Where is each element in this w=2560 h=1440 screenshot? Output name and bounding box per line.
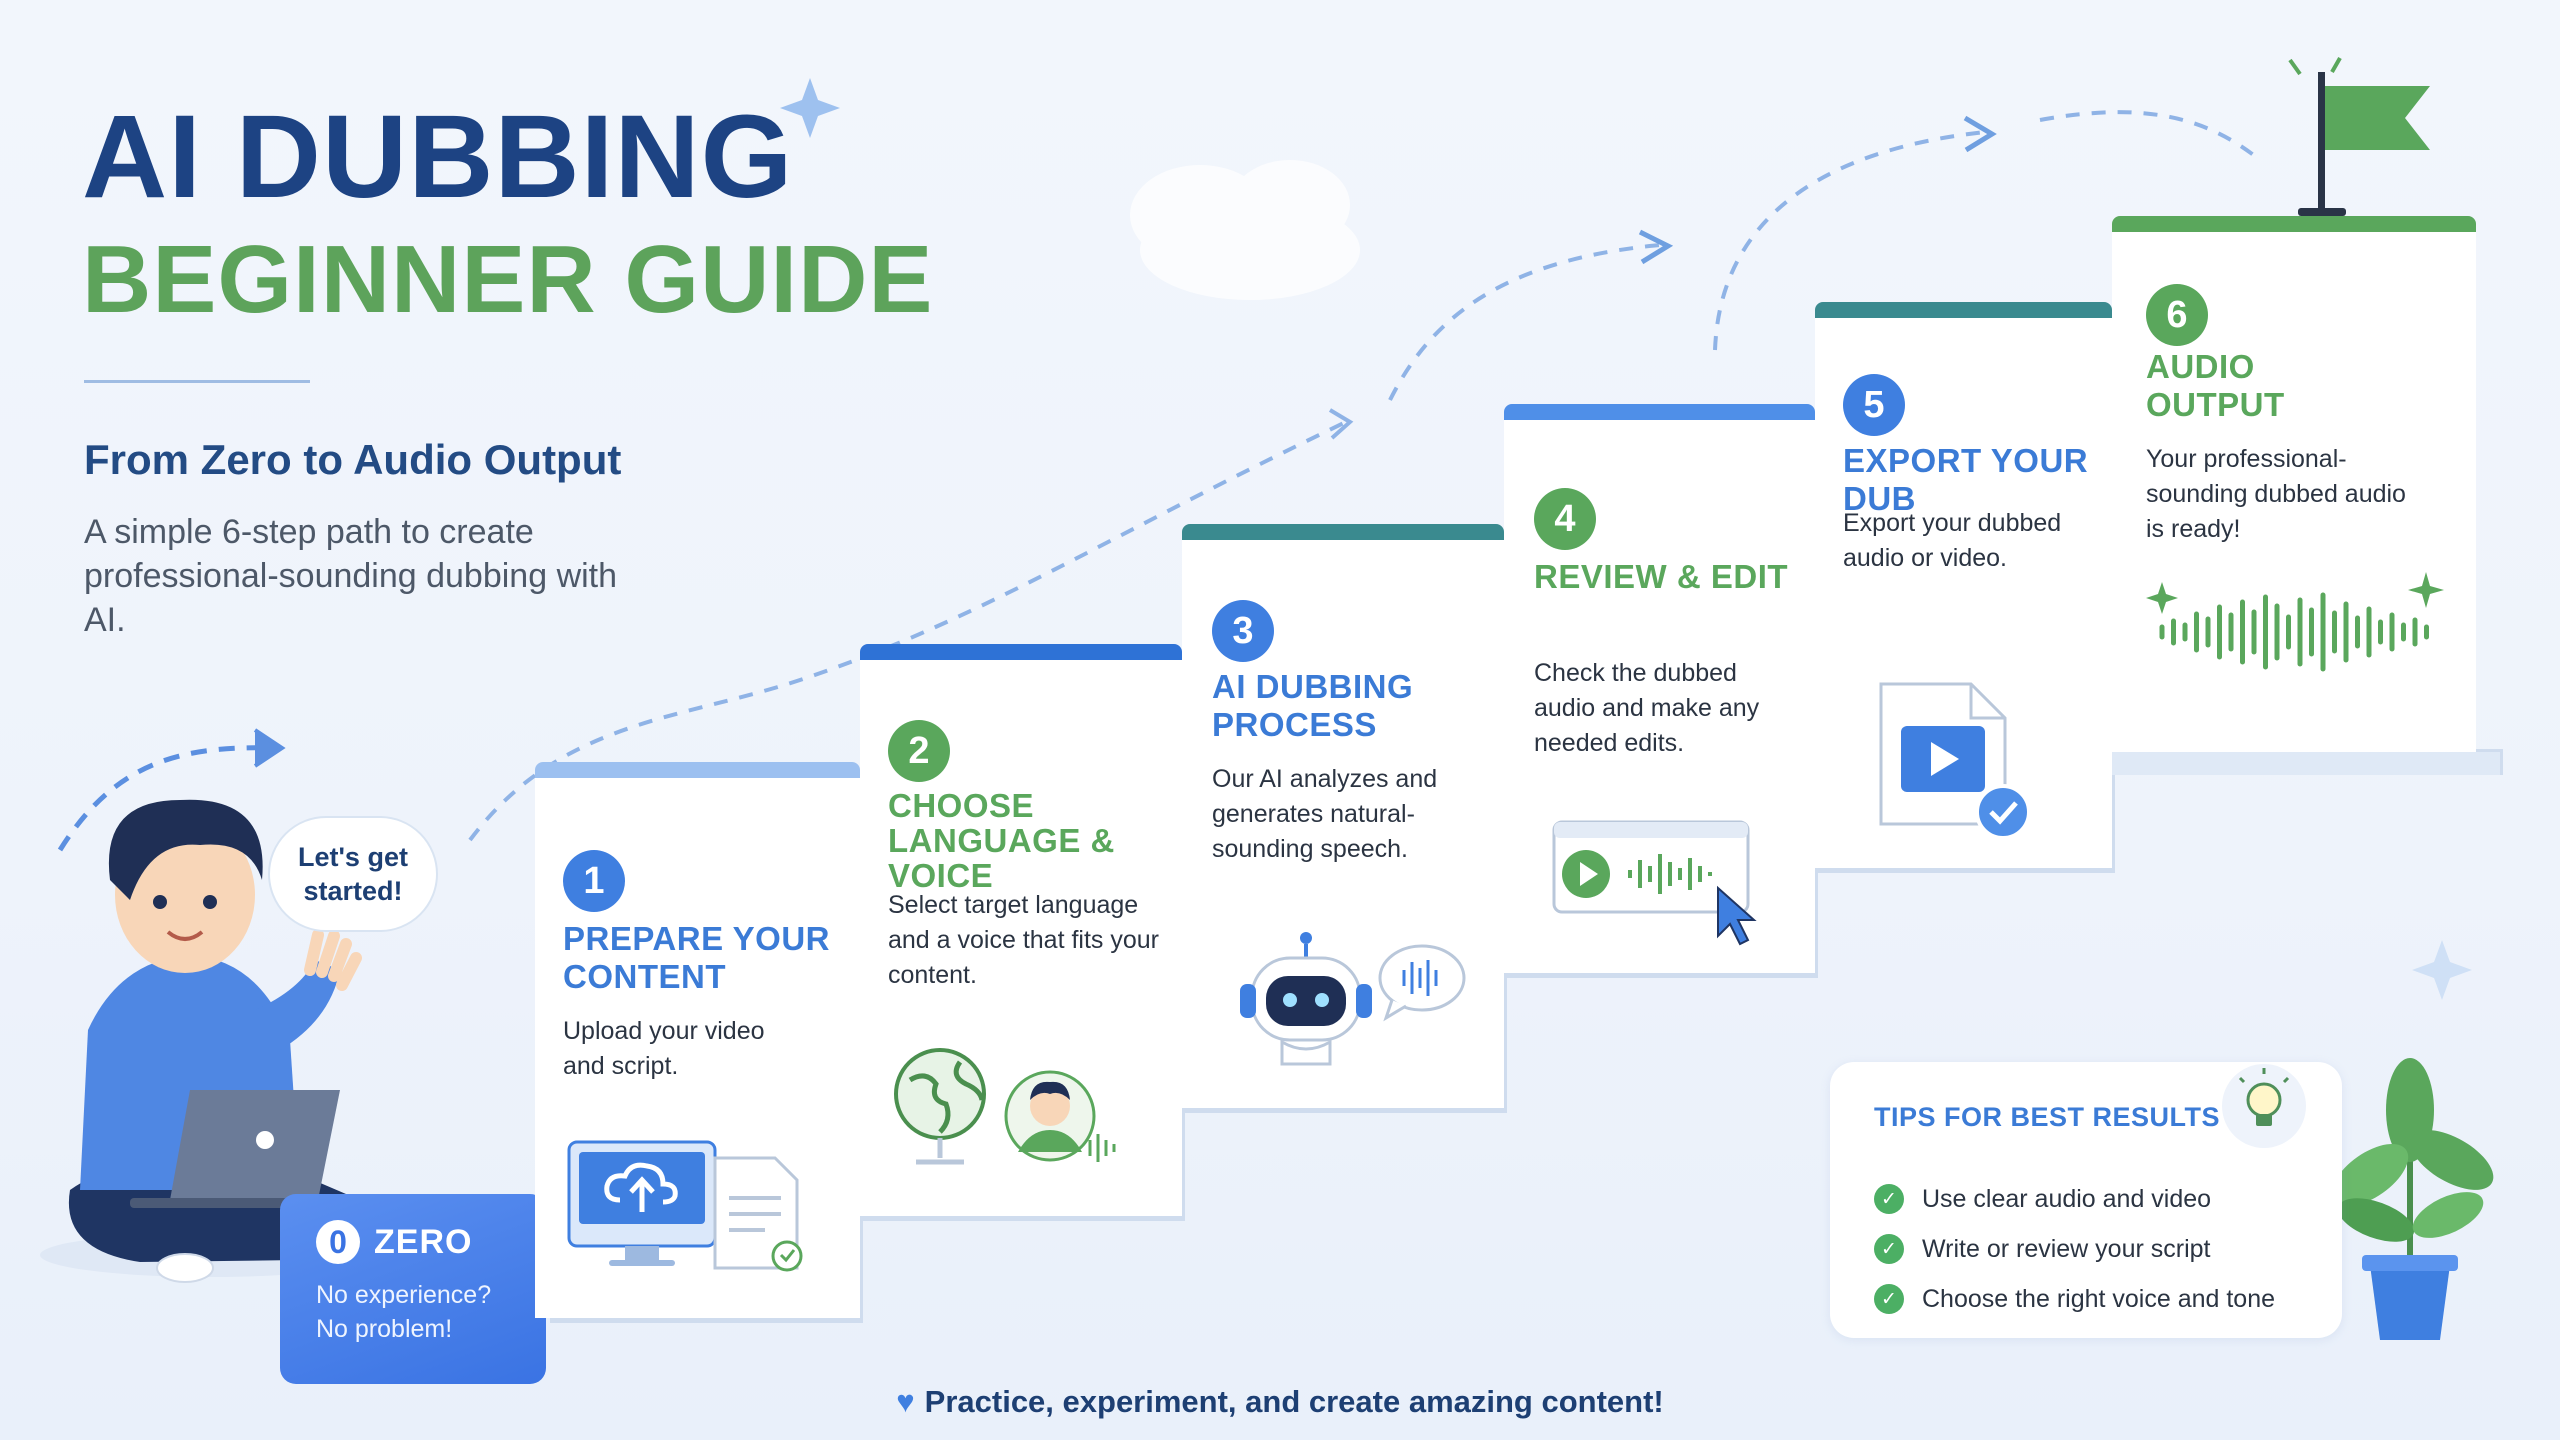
step-number: 2: [888, 720, 950, 782]
zero-text: No experience? No problem!: [316, 1281, 492, 1343]
arrow-icon: [1963, 115, 1997, 153]
step-card-4: 4 REVIEW & EDIT Check the dubbed audio a…: [1504, 404, 1815, 973]
upload-monitor-icon: [567, 1140, 803, 1272]
flag-icon: [2288, 57, 2430, 216]
tips-title: TIPS FOR BEST RESULTS: [1874, 1102, 2221, 1132]
step-text: Select target language and a voice that …: [888, 891, 1159, 989]
step-number: 5: [1843, 374, 1905, 436]
sparkle-icon: [780, 78, 840, 138]
tip-item: ✓ Use clear audio and video: [1874, 1184, 2211, 1214]
step-text: Your professional-sounding dubbed audio …: [2146, 445, 2406, 543]
journey-path: [468, 418, 1351, 842]
zero-title: ZERO: [374, 1222, 473, 1261]
step-text: Upload your video and script.: [563, 1017, 765, 1080]
tip-item: ✓ Write or review your script: [1874, 1234, 2211, 1264]
step-title: AUDIO OUTPUT: [2146, 348, 2285, 423]
robot-headphones-icon: [1240, 932, 1466, 1066]
step-number: 3: [1212, 600, 1274, 662]
step-number: 4: [1534, 488, 1596, 550]
step-text: Export your dubbed audio or video.: [1843, 509, 2062, 572]
arrow-icon: [1328, 408, 1354, 440]
tip-text: Use clear audio and video: [1922, 1184, 2212, 1213]
check-icon: ✓: [1874, 1284, 1904, 1314]
journey-path: [1713, 130, 1986, 351]
title-line-2: BEGINNER GUIDE: [82, 226, 934, 333]
step-title: REVIEW & EDIT: [1534, 558, 1789, 595]
step-text: Check the dubbed audio and make any need…: [1534, 659, 1760, 757]
step-text: Our AI analyzes and generates natural-so…: [1212, 765, 1438, 863]
title-divider: [84, 380, 310, 383]
step-title: PREPARE YOUR CONTENT: [563, 920, 831, 995]
step-number: 1: [563, 850, 625, 912]
check-icon: ✓: [1874, 1184, 1904, 1214]
tip-text: Write or review your script: [1922, 1234, 2211, 1263]
step-number: 6: [2146, 284, 2208, 346]
step-card-3: 3 AI DUBBING PROCESS Our AI analyzes and…: [1182, 524, 1504, 1108]
journey-path: [1388, 243, 1661, 401]
tip-item: ✓ Choose the right voice and tone: [1874, 1284, 2275, 1314]
sparkle-icon: [2412, 940, 2472, 1000]
waveform-icon: [2146, 572, 2444, 672]
arrow-icon: [253, 728, 286, 768]
plant-icon: [2331, 1058, 2494, 1340]
lightbulb-icon: [2222, 1064, 2306, 1148]
zero-badge: 0: [316, 1220, 360, 1264]
step-card-5: 5 EXPORT YOUR DUB Export your dubbed aud…: [1815, 302, 2112, 868]
cloud-icon: [1130, 160, 1360, 300]
check-icon: ✓: [1874, 1234, 1904, 1264]
zero-card: 0 ZERO No experience? No problem!: [280, 1194, 546, 1384]
tip-text: Choose the right voice and tone: [1922, 1284, 2276, 1313]
step-title: CHOOSE LANGUAGE & VOICE: [888, 787, 1115, 894]
tips-panel: TIPS FOR BEST RESULTS ✓ Use clear audio …: [1830, 1062, 2342, 1338]
footer-message: ♥ Practice, experiment, and create amazin…: [0, 1384, 2560, 1420]
video-file-check-icon: [1879, 682, 2031, 840]
description: A simple 6-step path to create professio…: [84, 513, 618, 639]
speech-bubble: Let's get started!: [268, 816, 438, 932]
title-line-1: AI DUBBING: [82, 91, 794, 223]
footer-text: Practice, experiment, and create amazing…: [924, 1384, 1664, 1419]
heart-icon: ♥: [896, 1384, 915, 1419]
subtitle: From Zero to Audio Output: [84, 436, 622, 483]
journey-path: [2039, 110, 2262, 162]
journey-path: [57, 745, 271, 852]
step-title: AI DUBBING PROCESS: [1212, 668, 1414, 743]
step-card-2: 2 CHOOSE LANGUAGE & VOICE Select target …: [860, 644, 1182, 1216]
step-card-1: 1 PREPARE YOUR CONTENT Upload your video…: [535, 762, 860, 1318]
arrow-icon: [1638, 229, 1674, 265]
audio-editor-icon: [1552, 820, 1757, 946]
step-card-6: 6 AUDIO OUTPUT Your professional-soundin…: [2112, 216, 2476, 752]
step-title: EXPORT YOUR DUB: [1843, 442, 2089, 517]
globe-voice-icon: [894, 1048, 1116, 1165]
